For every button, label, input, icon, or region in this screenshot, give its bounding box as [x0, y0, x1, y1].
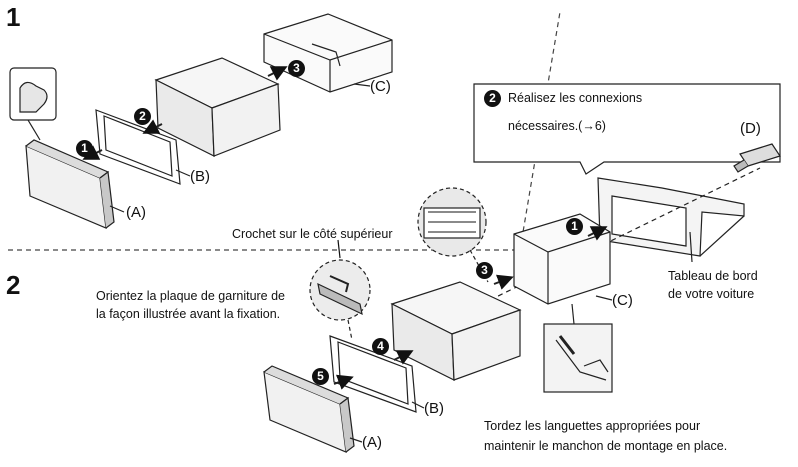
connections-note-line1: Réalisez les connexions	[508, 91, 643, 105]
badge-2-connections: 2	[484, 90, 501, 107]
connections-note-line2: nécessaires.(→6)	[508, 119, 606, 133]
leader-b-bottom	[411, 401, 425, 409]
trim-plate-b-bottom	[329, 335, 417, 413]
arrow-3	[267, 66, 288, 81]
arrow-s2-1	[587, 226, 608, 241]
arrow-s2-3	[493, 274, 514, 290]
part-b-bottom-label: (B)	[424, 400, 444, 417]
arrow-1	[82, 145, 103, 160]
leader-b-top	[175, 169, 191, 177]
leader-dashboard	[689, 231, 693, 263]
orient-note-line1: Orientez la plaque de garniture de	[96, 289, 286, 303]
part-d-label: (D)	[740, 120, 761, 137]
step-1-number: 1	[6, 2, 21, 32]
part-c-top-label: (C)	[370, 78, 391, 95]
part-a-top-label: (A)	[126, 204, 146, 221]
arrow-2	[142, 119, 163, 134]
leader-c-bottom	[595, 295, 613, 301]
part-b-top-label: (B)	[190, 168, 210, 185]
hook-inset	[309, 239, 371, 341]
orient-note-line2: la façon illustrée avant la fixation.	[96, 307, 281, 321]
dashboard-opening	[597, 177, 745, 257]
sleeve-c-bottom	[513, 213, 611, 305]
arrow-s2-5	[333, 374, 354, 390]
sleeve-detail-inset	[417, 187, 489, 283]
badge-3-bottom: 3	[476, 262, 493, 279]
badge-5-bottom: 5	[312, 368, 329, 385]
connector-d	[733, 143, 781, 173]
leader-a-bottom	[349, 437, 363, 443]
badge-3-top: 3	[288, 60, 305, 77]
faceplate-a-top	[25, 139, 115, 229]
dashboard-note-line1: Tableau de bord	[668, 269, 758, 283]
unit-bottom	[390, 281, 522, 381]
bend-tabs-inset	[543, 303, 613, 393]
leader-a-top	[109, 205, 125, 213]
arrow-s2-4	[393, 350, 414, 365]
hook-note: Crochet sur le côté supérieur	[232, 227, 393, 241]
badge-1-top: 1	[76, 140, 93, 157]
unit-top	[154, 57, 281, 157]
badge-4-bottom: 4	[372, 338, 389, 355]
connections-box	[473, 83, 781, 175]
tabs-note-line2: maintenir le manchon de montage en place…	[484, 439, 728, 453]
tabs-note-line1: Tordez les languettes appropriées pour	[484, 419, 701, 433]
part-c-bottom-label: (C)	[612, 292, 633, 309]
leader-c-top	[353, 83, 371, 87]
dashboard-note-line2: de votre voiture	[668, 287, 755, 301]
badge-2-top: 2	[134, 108, 151, 125]
step-2-number: 2	[6, 270, 21, 300]
part-a-bottom-label: (A)	[362, 434, 382, 451]
badge-1-bottom: 1	[566, 218, 583, 235]
hand-inset	[9, 67, 57, 141]
